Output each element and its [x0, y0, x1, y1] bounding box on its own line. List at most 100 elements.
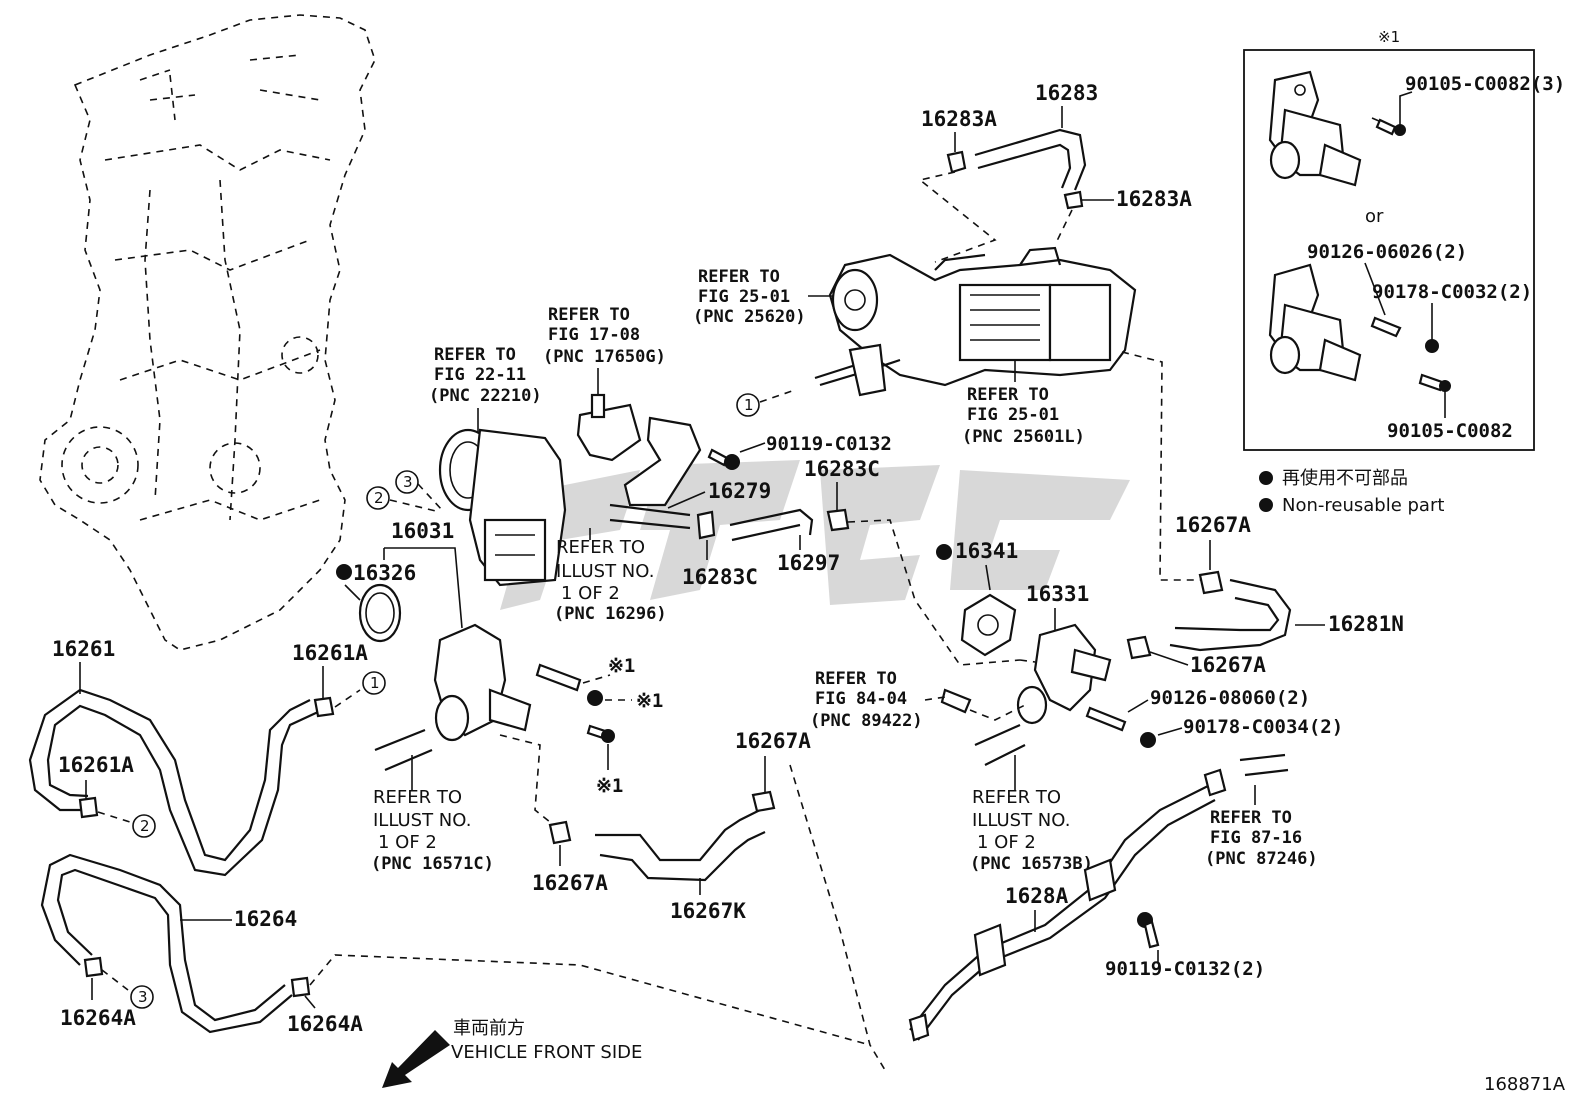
- svg-text:REFER TO: REFER TO: [967, 385, 1049, 405]
- mark-1b: ※1: [636, 690, 663, 712]
- svg-text:(PNC 22210): (PNC 22210): [429, 386, 542, 406]
- svg-text:(PNC 16573B): (PNC 16573B): [970, 854, 1093, 874]
- svg-text:2: 2: [140, 817, 150, 835]
- ref-illust-16296: REFER TO ILLUST NO. 1 OF 2 (PNC 16296): [554, 537, 667, 624]
- mark-1c: ※1: [596, 775, 623, 797]
- svg-text:ILLUST NO.: ILLUST NO.: [972, 810, 1070, 831]
- ref-egr-valve: REFER TO FIG 25-01 (PNC 25620): [693, 267, 806, 327]
- part-16264a-right: 16264A: [287, 1012, 363, 1036]
- part-16341: 16341: [955, 539, 1018, 563]
- svg-text:1 OF 2: 1 OF 2: [378, 832, 437, 853]
- part-16283a-right: 16283A: [1116, 187, 1192, 211]
- part-16283: 16283: [1035, 81, 1098, 105]
- ref-sensor: REFER TO FIG 84-04 (PNC 89422): [810, 669, 923, 731]
- svg-text:(PNC 89422): (PNC 89422): [810, 711, 923, 731]
- ref-heater: REFER TO FIG 87-16 (PNC 87246): [1205, 808, 1318, 869]
- callout-3: [395, 470, 419, 494]
- svg-text:FIG 84-04: FIG 84-04: [815, 689, 907, 709]
- part-16326: 16326: [353, 561, 416, 585]
- ref-illust-16571c: REFER TO ILLUST NO. 1 OF 2 (PNC 16571C): [371, 787, 494, 874]
- direction-jp: 車両前方: [453, 1018, 525, 1039]
- diagram-id: 168871A: [1484, 1074, 1566, 1095]
- svg-text:3: 3: [138, 988, 148, 1006]
- water-outlet-b: [1268, 263, 1362, 382]
- svg-text:1 OF 2: 1 OF 2: [977, 832, 1036, 853]
- bolt-90119-c0132: 90119-C0132: [766, 433, 892, 455]
- part-16264a-left: 16264A: [60, 1006, 136, 1030]
- inset-nut: 90178-C0032(2): [1372, 281, 1532, 303]
- part-16331: 16331: [1026, 582, 1089, 606]
- bullet-icon: [1259, 498, 1273, 512]
- part-16283c-mid: 16283C: [804, 457, 880, 481]
- nut-90178-c0034: 90178-C0034(2): [1183, 716, 1343, 738]
- inset-or: or: [1365, 206, 1384, 227]
- part-16267a-right: 16267A: [1190, 653, 1266, 677]
- svg-text:REFER TO: REFER TO: [548, 305, 630, 325]
- part-16031: 16031: [391, 519, 454, 543]
- inset-marker: ※1: [1378, 28, 1400, 46]
- part-16281n: 16281N: [1328, 612, 1404, 636]
- svg-text:REFER TO: REFER TO: [434, 345, 516, 365]
- ref-vsv: REFER TO FIG 17-08 (PNC 17650G): [543, 305, 666, 367]
- part-16261a-low: 16261A: [58, 753, 134, 777]
- part-16267k: 16267K: [670, 899, 746, 923]
- inset-bolt-a: 90105-C0082(3): [1405, 73, 1565, 95]
- part-16279: 16279: [708, 479, 771, 503]
- svg-text:1: 1: [370, 674, 380, 692]
- inset-stud: 90126-06026(2): [1307, 241, 1467, 263]
- callout-2: [366, 486, 390, 510]
- svg-text:(PNC 87246): (PNC 87246): [1205, 849, 1318, 869]
- legend-jp: 再使用不可部品: [1282, 468, 1408, 489]
- mark-1a: ※1: [608, 655, 635, 677]
- legend-en: Non-reusable part: [1282, 495, 1444, 516]
- svg-text:FIG 22-11: FIG 22-11: [434, 365, 526, 385]
- svg-text:(PNC 16296): (PNC 16296): [554, 604, 667, 624]
- svg-text:FIG 25-01: FIG 25-01: [967, 405, 1059, 425]
- stud-90126-08060: 90126-08060(2): [1150, 687, 1310, 709]
- callout-1b: [362, 671, 386, 695]
- svg-text:REFER TO: REFER TO: [1210, 808, 1292, 828]
- direction-en: VEHICLE FRONT SIDE: [451, 1042, 642, 1063]
- bullet-icon: [1259, 471, 1273, 485]
- part-16267a-upper: 16267A: [1175, 513, 1251, 537]
- bullet-icon: [336, 564, 352, 580]
- svg-text:1: 1: [744, 396, 754, 414]
- part-16267a-mid: 16267A: [735, 729, 811, 753]
- svg-text:(PNC 16571C): (PNC 16571C): [371, 854, 494, 874]
- ref-illust-16573b: REFER TO ILLUST NO. 1 OF 2 (PNC 16573B): [970, 787, 1093, 874]
- part-1628a: 1628A: [1005, 884, 1069, 908]
- part-16261: 16261: [52, 637, 115, 661]
- timing-chain-cover: [39, 14, 376, 651]
- svg-text:REFER TO: REFER TO: [556, 537, 645, 558]
- ref-throttle: REFER TO FIG 22-11 (PNC 22210): [429, 345, 542, 406]
- part-16297: 16297: [777, 551, 840, 575]
- svg-text:2: 2: [374, 489, 384, 507]
- callout-3b: [130, 985, 154, 1009]
- svg-text:REFER TO: REFER TO: [815, 669, 897, 689]
- water-outlet: [1016, 623, 1112, 725]
- svg-text:REFER TO: REFER TO: [972, 787, 1061, 808]
- svg-text:FIG 87-16: FIG 87-16: [1210, 828, 1302, 848]
- part-16264: 16264: [234, 907, 297, 931]
- legend: 再使用不可部品 Non-reusable part: [1259, 468, 1444, 516]
- svg-text:ILLUST NO.: ILLUST NO.: [556, 561, 654, 582]
- svg-text:1 OF 2: 1 OF 2: [561, 583, 620, 604]
- part-16283c-low: 16283C: [682, 565, 758, 589]
- bolt-90119-c0132-2: 90119-C0132(2): [1105, 958, 1265, 980]
- part-16267a-low: 16267A: [532, 871, 608, 895]
- part-16261a-top: 16261A: [292, 641, 368, 665]
- svg-text:(PNC 25620): (PNC 25620): [693, 307, 806, 327]
- svg-text:ILLUST NO.: ILLUST NO.: [373, 810, 471, 831]
- vehicle-front-arrow-icon: [382, 1030, 450, 1088]
- svg-text:3: 3: [403, 473, 413, 491]
- bullet-icon: [936, 544, 952, 560]
- inset-box: ※1 90105-C0082(3) or 90126-06026(2) 9017…: [1243, 28, 1565, 451]
- svg-text:(PNC 17650G): (PNC 17650G): [543, 347, 666, 367]
- inset-bolt-b: 90105-C0082: [1387, 420, 1513, 442]
- svg-text:FIG 25-01: FIG 25-01: [698, 287, 790, 307]
- callout-1: [736, 393, 760, 417]
- water-inlet-housing: [433, 623, 561, 831]
- part-16283a-top: 16283A: [921, 107, 997, 131]
- svg-text:REFER TO: REFER TO: [373, 787, 462, 808]
